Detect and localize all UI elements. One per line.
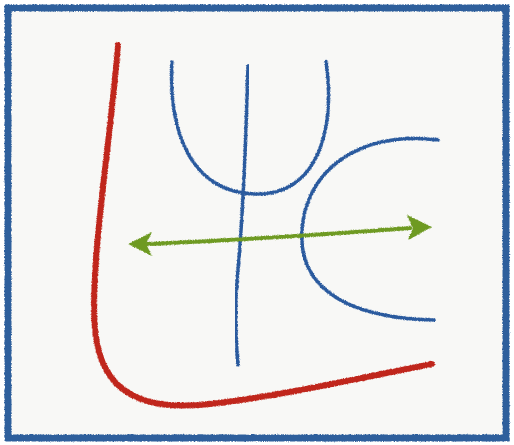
double-headed-arrow-icon: [128, 215, 432, 256]
arrow-shaft: [146, 226, 412, 246]
red-l-curve: [91, 42, 435, 409]
arrow-head-right: [407, 215, 432, 240]
blue-c-curve: [300, 136, 440, 322]
blue-vertical-line: [233, 64, 250, 367]
frame-border: [4, 4, 510, 442]
blue-u-curve: [169, 60, 331, 196]
paper-background: [8, 8, 506, 438]
arrow-head-left: [128, 232, 152, 256]
